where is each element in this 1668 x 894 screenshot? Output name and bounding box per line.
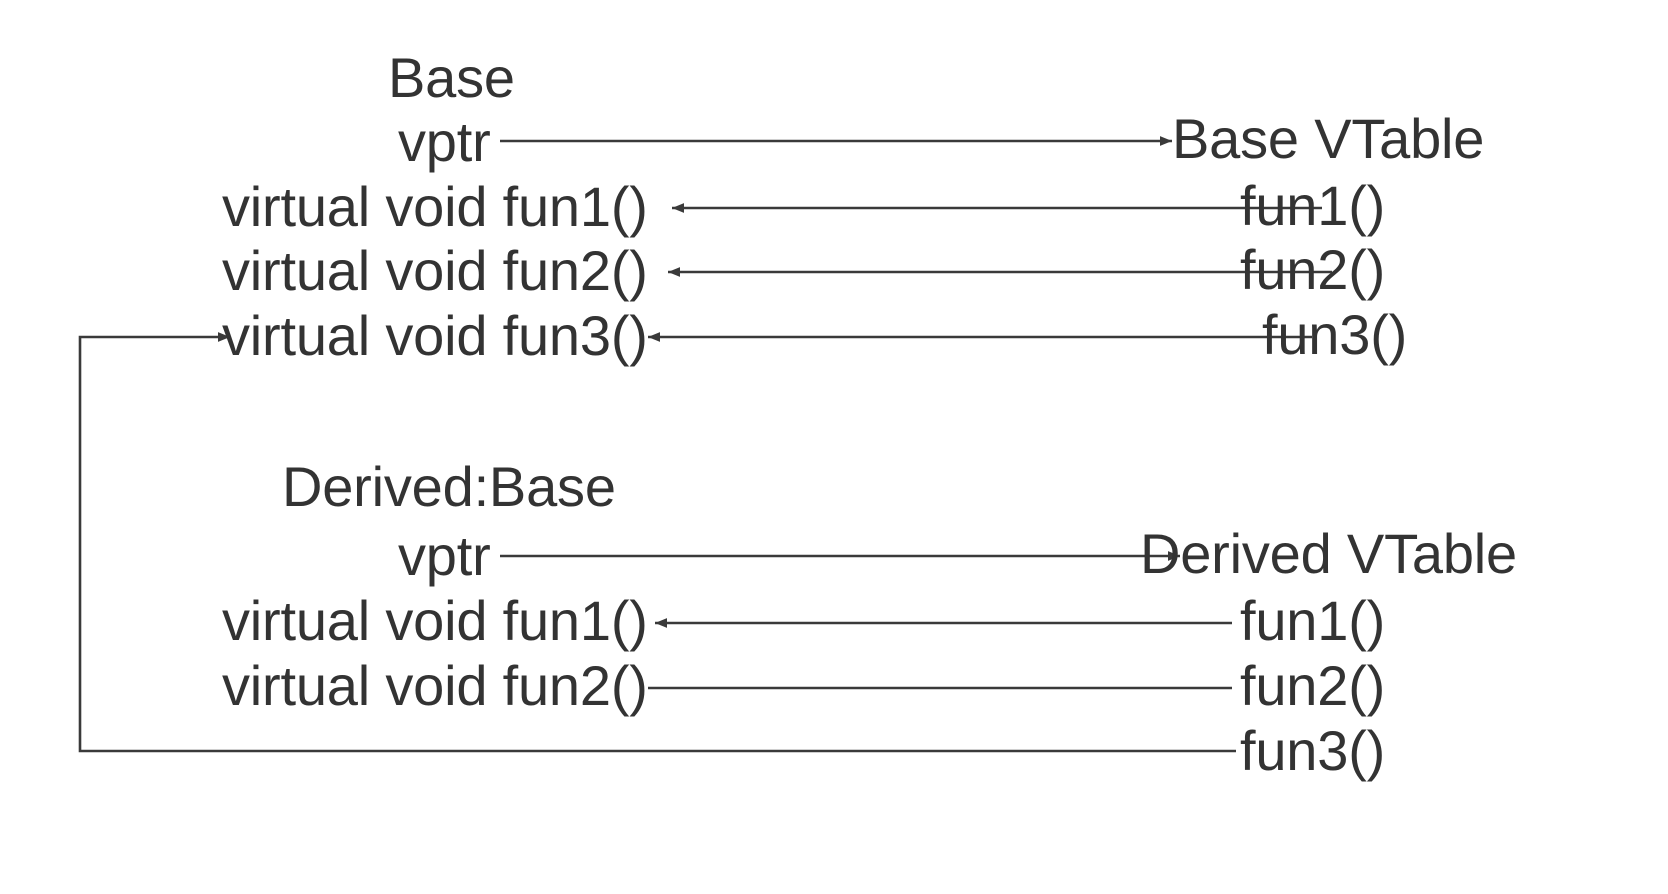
base-vtable-entry-fun2: fun2() [1240, 238, 1386, 301]
base-class-title: Base [388, 46, 515, 109]
base-vtable-entry-fun3: fun3() [1262, 303, 1408, 366]
derived-vtable-title: Derived VTable [1140, 522, 1517, 585]
base-member-fun3: virtual void fun3() [222, 304, 648, 367]
base-member-fun2: virtual void fun2() [222, 239, 648, 302]
base-member-fun1: virtual void fun1() [222, 175, 648, 238]
derived-class-title: Derived:Base [282, 455, 616, 518]
derived-member-fun1: virtual void fun1() [222, 589, 648, 652]
derived-member-fun2: virtual void fun2() [222, 654, 648, 717]
derived-vtable-entry-fun2: fun2() [1240, 654, 1386, 717]
derived-vtable-entry-fun1: fun1() [1240, 589, 1386, 652]
derived-vtable-entry-fun3: fun3() [1240, 719, 1386, 782]
base-vtable-entry-fun1: fun1() [1240, 174, 1386, 237]
base-vtable-title: Base VTable [1172, 107, 1485, 170]
derived-vptr-label: vptr [398, 524, 491, 587]
base-vptr-label: vptr [398, 110, 491, 173]
